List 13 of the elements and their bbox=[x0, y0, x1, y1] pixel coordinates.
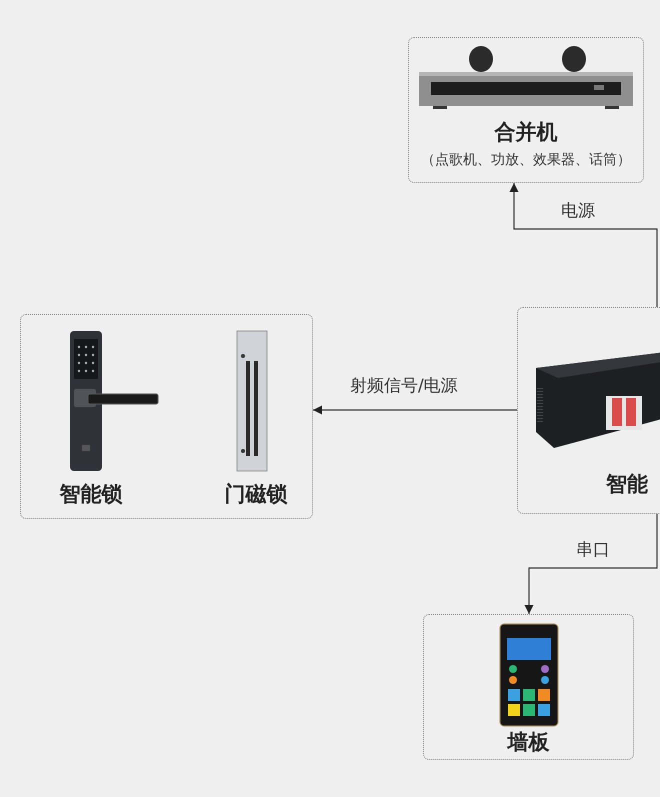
device-title: 墙板 bbox=[506, 729, 550, 756]
device-description: （点歌机、功放、效果器、话筒） bbox=[420, 151, 632, 169]
device-title: 智能锁 bbox=[58, 481, 124, 508]
device-title: 门磁锁 bbox=[224, 481, 288, 508]
connector-arrow bbox=[313, 406, 517, 414]
dotted-group-frame bbox=[20, 314, 313, 519]
connector-arrow bbox=[524, 514, 658, 614]
device-title: 合并机 bbox=[493, 119, 558, 146]
connector-arrow bbox=[510, 183, 658, 307]
device-title: 智能 bbox=[606, 471, 648, 498]
dotted-group-frame bbox=[408, 37, 644, 183]
dotted-group-frame bbox=[517, 307, 660, 514]
dotted-group-frame bbox=[423, 614, 634, 760]
